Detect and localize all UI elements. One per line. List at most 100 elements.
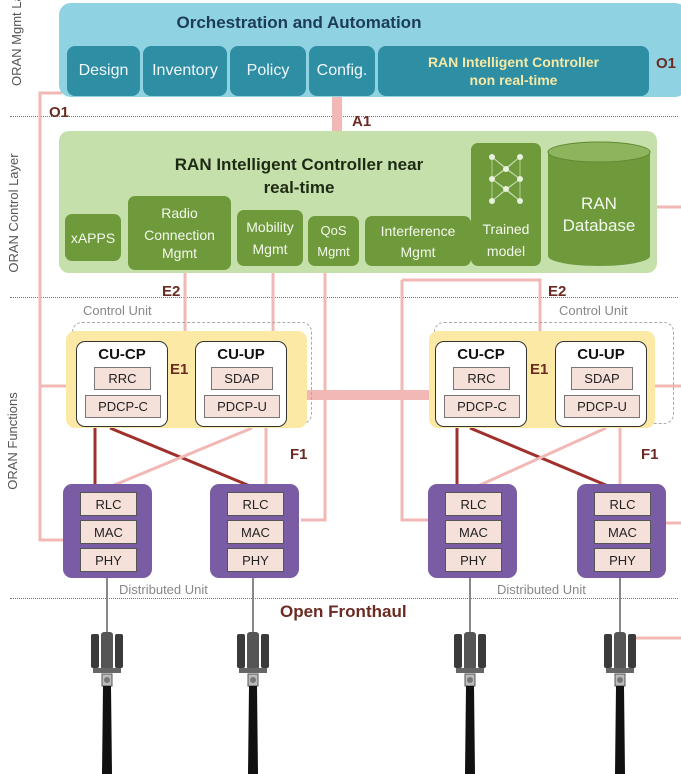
separator-mgmt [10, 116, 678, 117]
orch-policy-label: Policy [246, 62, 290, 79]
separator-control [10, 297, 678, 298]
e2-label-left: E2 [162, 283, 181, 300]
mobility-mgmt-box: Mobility Mgmt [237, 210, 303, 266]
o1-line-left [38, 91, 66, 542]
pdcp-u-right-label: PDCP-U [577, 399, 627, 414]
ric-non-realtime: RAN Intelligent Controller non real-time [378, 46, 649, 96]
qos-line2: Mgmt [317, 243, 350, 259]
db-line1: RAN [581, 194, 617, 213]
du-3: RLC MAC PHY [428, 484, 517, 578]
pdcp-c-left-label: PDCP-C [98, 399, 148, 414]
du-3-phy: PHY [445, 548, 502, 572]
e2-line-left-du [301, 273, 327, 522]
open-fronthaul-label: Open Fronthaul [280, 602, 407, 621]
ran-database-label: RAN Database [546, 193, 652, 237]
e1-label-left: E1 [170, 361, 189, 378]
orchestration-title: Orchestration and Automation [176, 13, 422, 32]
antenna-3-icon [453, 631, 487, 774]
du-2: RLC MAC PHY [210, 484, 299, 578]
ric-near-rt-title: RAN Intelligent Controller near real-tim… [144, 153, 454, 199]
cu-up-left: CU-UP SDAP PDCP-U [195, 341, 287, 427]
distributed-unit-label-right: Distributed Unit [497, 582, 586, 597]
qos-mgmt-box: QoS Mgmt [308, 216, 359, 266]
radio-line1: Radio [161, 205, 198, 221]
control-unit-label-left: Control Unit [83, 303, 152, 318]
du-2-rlc: RLC [227, 492, 284, 516]
radio-line2: Connection [144, 227, 215, 243]
ric-title-line1: RAN Intelligent Controller near [174, 155, 424, 174]
f1-left-3 [111, 426, 253, 488]
mobility-line1: Mobility [246, 219, 294, 235]
pdcp-c-left: PDCP-C [85, 395, 161, 418]
du-3-rlc: RLC [445, 492, 502, 516]
neural-network-icon [489, 154, 523, 204]
ran-database-cylinder [547, 141, 651, 266]
f1-right-3 [477, 426, 607, 488]
antenna-1-icon [90, 631, 124, 774]
du-1-rlc: RLC [80, 492, 137, 516]
distributed-unit-label-left: Distributed Unit [119, 582, 208, 597]
interference-line2: Mgmt [400, 243, 436, 260]
radio-connection-mgmt-box: Radio Connection Mgmt [128, 196, 231, 270]
orch-policy: Policy [230, 46, 306, 96]
du-2-mac: MAC [227, 520, 284, 544]
sdap-left: SDAP [211, 367, 273, 390]
sdap-right: SDAP [571, 367, 633, 390]
db-line2: Database [562, 216, 636, 235]
separator-functions [10, 598, 678, 599]
antenna-2-icon [236, 631, 270, 774]
du-2-phy: PHY [227, 548, 284, 572]
qos-line1: QoS [320, 222, 347, 238]
rrc-right: RRC [453, 367, 510, 390]
e2-line-right-h [402, 278, 542, 335]
cu-cp-right-title: CU-CP [457, 346, 505, 363]
xapps-box: xAPPS [65, 214, 121, 261]
rrc-left-label: RRC [108, 371, 137, 386]
a1-link [332, 97, 342, 131]
cu-cp-left: CU-CP RRC PDCP-C [76, 341, 168, 427]
trained-model-box: Trained model [471, 143, 541, 266]
interference-mgmt-box: Interference Mgmt [365, 216, 471, 266]
du-1-mac: MAC [80, 520, 137, 544]
du-4-mac: MAC [594, 520, 651, 544]
trained-line1: Trained [482, 221, 530, 237]
cu-up-right-title: CU-UP [577, 346, 625, 363]
du-4-rlc: RLC [594, 492, 651, 516]
e2-line-right [400, 280, 429, 522]
orch-design: Design [67, 46, 140, 96]
pdcp-u-right: PDCP-U [564, 395, 640, 418]
a1-label: A1 [352, 113, 372, 130]
du-3-mac: MAC [445, 520, 502, 544]
ric-nrt-line2: non real-time [469, 72, 558, 88]
cu-cp-right: CU-CP RRC PDCP-C [435, 341, 527, 427]
du-4: RLC MAC PHY [577, 484, 666, 578]
mobility-line2: Mgmt [252, 241, 288, 257]
orch-config-label: Config. [316, 62, 368, 79]
antenna-4-icon [603, 631, 637, 774]
interference-line1: Interference [380, 222, 456, 239]
cu-left-group: CU-CP RRC PDCP-C CU-UP SDAP PDCP-U E1 [66, 331, 307, 428]
cu-cp-left-title: CU-CP [98, 346, 146, 363]
xapps-label: xAPPS [70, 229, 116, 246]
f1-label-left: F1 [290, 446, 308, 463]
o1-label-left: O1 [49, 104, 70, 121]
ric-near-realtime-panel: RAN Intelligent Controller near real-tim… [59, 131, 657, 273]
pdcp-u-left-label: PDCP-U [217, 399, 267, 414]
du-4-phy: PHY [594, 548, 651, 572]
pdcp-c-right-label: PDCP-C [457, 399, 507, 414]
f1-label-right: F1 [641, 446, 659, 463]
ric-nrt-line1: RAN Intelligent Controller [427, 54, 600, 70]
cu-up-right: CU-UP SDAP PDCP-U [555, 341, 647, 427]
trained-line2: model [486, 243, 526, 259]
orch-inventory: Inventory [143, 46, 227, 96]
sdap-left-label: SDAP [224, 371, 260, 386]
cu-up-left-title: CU-UP [217, 346, 265, 363]
cu-cu-link [307, 390, 429, 400]
e1-label-right: E1 [530, 361, 549, 378]
e2-label-right: E2 [548, 283, 567, 300]
orch-config: Config. [309, 46, 375, 96]
sdap-right-label: SDAP [584, 371, 620, 386]
orch-design-label: Design [78, 62, 129, 79]
orchestration-panel: Orchestration and Automation Design Inve… [59, 3, 681, 97]
